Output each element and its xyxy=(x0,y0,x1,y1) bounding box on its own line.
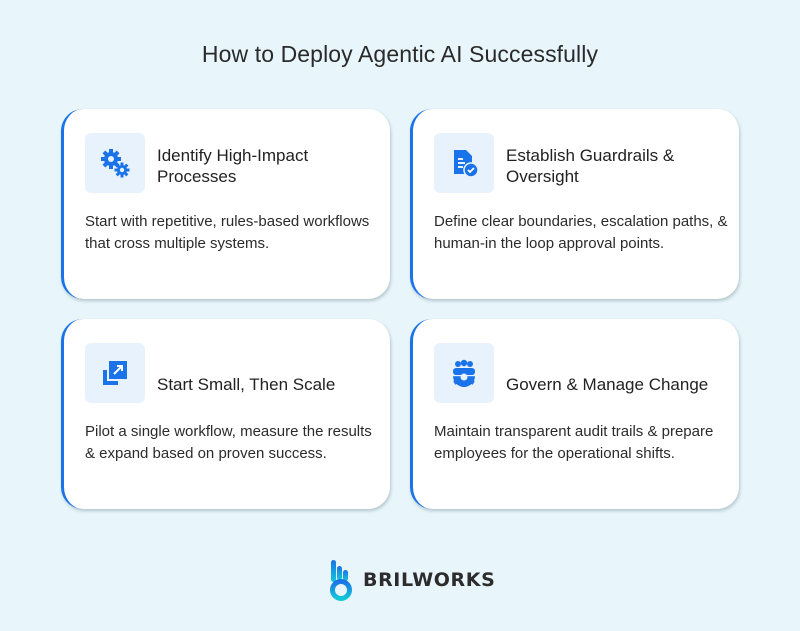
icon-container xyxy=(434,133,494,193)
card-start-small: Start Small, Then Scale Pilot a single w… xyxy=(61,319,390,509)
card-guardrails: Establish Guardrails & Oversight Define … xyxy=(410,109,739,299)
brilworks-logo-icon xyxy=(330,560,352,601)
card-identify-processes: Identify High-Impact Processes Start wit… xyxy=(61,109,390,299)
card-description: Pilot a single workflow, measure the res… xyxy=(85,423,372,462)
brand-name: BRILWORKS xyxy=(363,569,496,591)
document-check-icon xyxy=(454,150,479,178)
card-description: Maintain transparent audit trails & prep… xyxy=(434,423,714,462)
scale-up-icon xyxy=(103,361,127,385)
card-title: Establish Guardrails & Oversight xyxy=(506,146,675,186)
card-title: Identify High-Impact Processes xyxy=(157,146,309,186)
gears-icon xyxy=(101,149,130,178)
card-govern-change: Govern & Manage Change Maintain transpar… xyxy=(410,319,739,509)
icon-container xyxy=(85,133,145,193)
card-description: Define clear boundaries, escalation path… xyxy=(434,213,728,252)
brand-logo: BRILWORKS xyxy=(329,558,495,602)
card-description: Start with repetitive, rules-based workf… xyxy=(85,213,370,252)
card-title: Start Small, Then Scale xyxy=(157,375,336,394)
icon-container xyxy=(434,343,494,403)
icon-container xyxy=(85,343,145,403)
team-gear-icon xyxy=(453,359,475,387)
card-title: Govern & Manage Change xyxy=(506,375,709,394)
page-title: How to Deploy Agentic AI Successfully xyxy=(201,41,599,67)
